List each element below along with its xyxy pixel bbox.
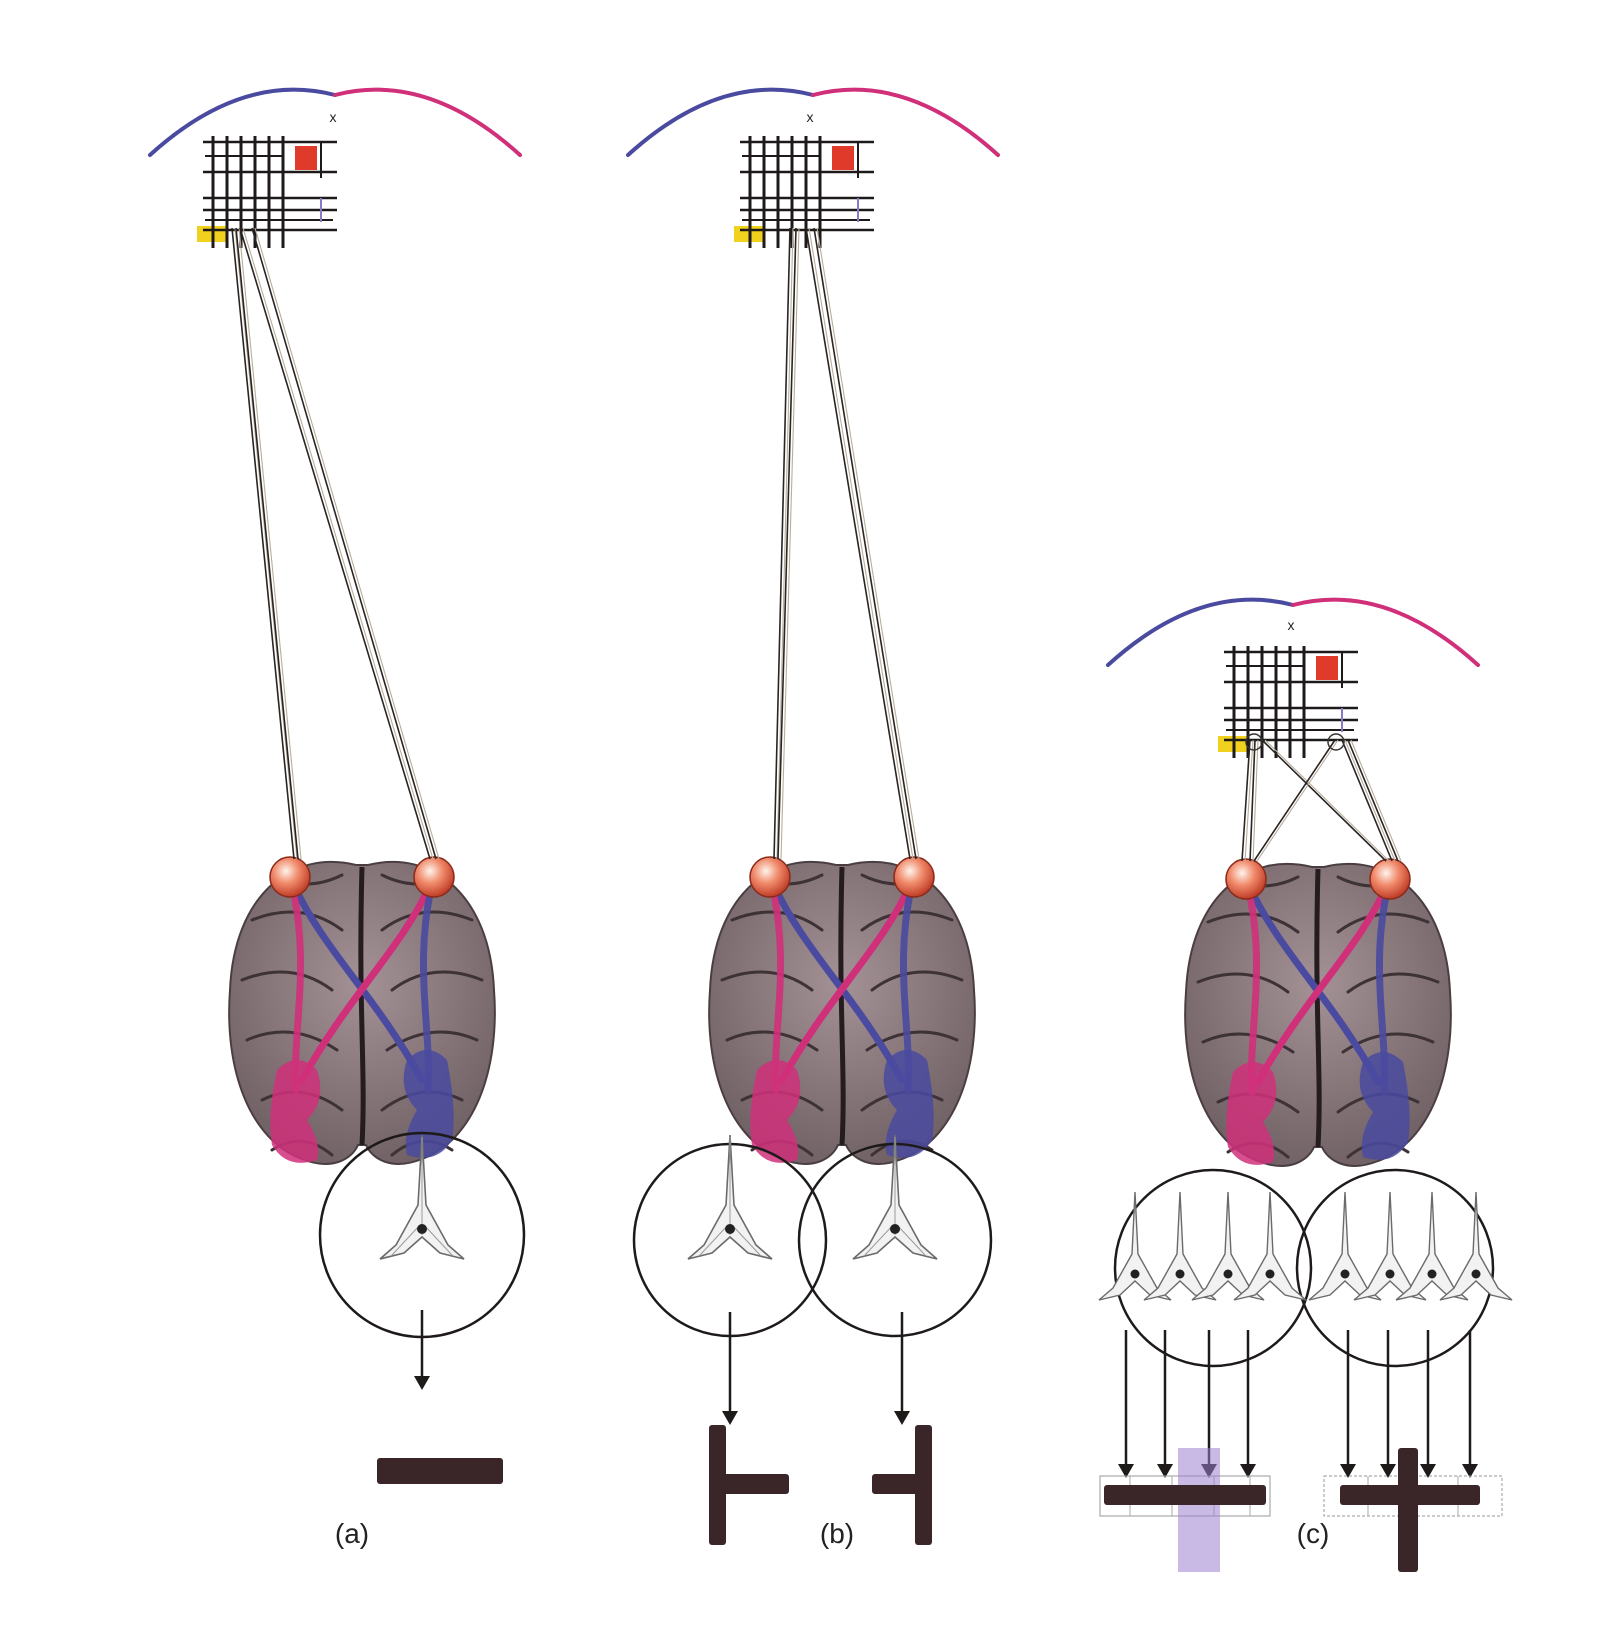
panel-label-a: (a) [335, 1518, 369, 1549]
light-ray [255, 228, 439, 859]
output-arrow-c-8 [1462, 1330, 1478, 1478]
red-square [832, 146, 854, 170]
arrow-head [1340, 1464, 1356, 1478]
light-rays-b [774, 228, 919, 859]
light-ray [777, 228, 793, 859]
output-arrow-b-right [894, 1312, 910, 1425]
right-eye [414, 857, 454, 897]
arrow-head [1380, 1464, 1396, 1478]
light-ray [236, 228, 298, 859]
light-ray [817, 228, 919, 859]
panel-label-b: (b) [820, 1518, 854, 1549]
right-hemifield-arc [813, 90, 998, 155]
mondrian-grid-b [734, 136, 874, 248]
left-hemifield-arc [1108, 600, 1293, 665]
light-ray [781, 228, 799, 859]
vertical-bar-c-right [1398, 1448, 1418, 1572]
arrow-head [722, 1411, 738, 1425]
output-arrow-c-4 [1240, 1330, 1256, 1478]
arrow-head [894, 1411, 910, 1425]
light-ray [1351, 740, 1401, 861]
light-ray [1254, 740, 1335, 861]
brain-midline [841, 867, 843, 1145]
light-ray [232, 228, 294, 859]
light-ray [235, 228, 297, 859]
purple-highlight-c [1178, 1448, 1220, 1572]
fixation-mark-b: x [807, 109, 814, 125]
output-arrow-a [414, 1310, 430, 1390]
left-eye [1226, 859, 1266, 899]
left-eye [750, 857, 790, 897]
light-ray [1348, 740, 1398, 861]
output-arrow-c-7 [1420, 1330, 1436, 1478]
arrow-head [414, 1376, 430, 1390]
red-square [1316, 656, 1338, 680]
light-ray [1257, 740, 1338, 861]
visual-cortex-left [1226, 1062, 1276, 1165]
visual-cortex-left [270, 1060, 320, 1163]
right-hemifield-arc [1293, 600, 1478, 665]
arrow-head [1420, 1464, 1436, 1478]
horizontal-bar-c-left [1104, 1485, 1266, 1505]
brain-c [1185, 859, 1451, 1166]
red-square [295, 146, 317, 170]
horizontal-bar-b-right [872, 1474, 920, 1494]
light-ray [814, 228, 916, 859]
right-eye [894, 857, 934, 897]
light-ray [243, 228, 433, 859]
brain-a [229, 857, 495, 1164]
fixation-mark-c: x [1288, 617, 1295, 633]
left-hemifield-arc [628, 90, 813, 155]
left-eye [270, 857, 310, 897]
light-ray [809, 228, 913, 859]
brain-b [709, 857, 975, 1164]
light-ray [240, 228, 430, 859]
mondrian-grid-a [197, 136, 337, 248]
light-ray [806, 228, 910, 859]
light-ray [239, 228, 301, 859]
panel-label-c: (c) [1297, 1518, 1330, 1549]
light-rays-c [1242, 740, 1401, 861]
output-arrow-c-6 [1380, 1330, 1396, 1478]
horizontal-bar-b-left [709, 1474, 789, 1494]
light-ray [252, 228, 436, 859]
right-hemifield-arc [335, 90, 520, 155]
output-arrow-c-5 [1340, 1330, 1356, 1478]
brain-midline [361, 867, 363, 1145]
horizontal-bar-a [377, 1458, 503, 1484]
fixation-mark-a: x [330, 109, 337, 125]
right-eye [1370, 859, 1410, 899]
brain-midline [1317, 869, 1319, 1147]
light-rays-a [232, 228, 439, 859]
output-arrow-b-left [722, 1312, 738, 1425]
output-arrow-c-2 [1157, 1330, 1173, 1478]
output-arrow-c-1 [1118, 1330, 1134, 1478]
